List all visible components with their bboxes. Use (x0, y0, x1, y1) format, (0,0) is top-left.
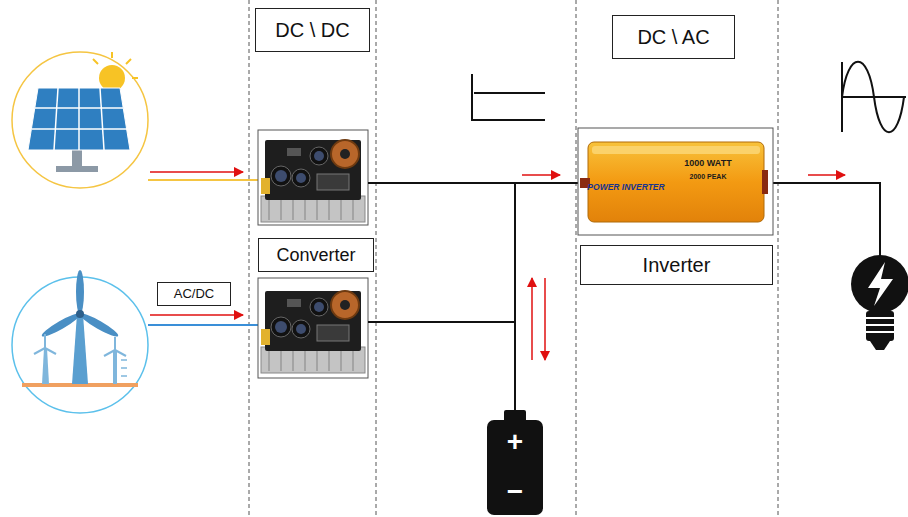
battery-icon (487, 410, 543, 515)
wind-source (12, 270, 148, 413)
dc-waveform-icon (472, 74, 545, 120)
inverter-unit (578, 128, 773, 235)
input-wire (148, 172, 260, 325)
peak-text: 2000 PEAK (690, 173, 727, 180)
column-heading: DC \ DC (255, 8, 370, 52)
box-text: Inverter (643, 254, 711, 277)
part-label: Inverter (580, 245, 773, 285)
box-text: DC \ AC (637, 26, 709, 49)
box-text: AC/DC (174, 287, 214, 302)
column-heading: DC \ AC (612, 15, 735, 59)
box-text: DC \ DC (275, 19, 349, 42)
brand-text: POWER INVERTER (587, 183, 664, 192)
part-label: Converter (258, 238, 374, 272)
rating-text: 1000 WATT (684, 159, 731, 168)
signal-label: AC/DC (157, 282, 231, 306)
bulb-icon (851, 255, 908, 350)
box-text: Converter (276, 245, 355, 266)
battery-plus: + (507, 428, 523, 456)
solar-source (12, 52, 148, 188)
battery-minus: − (507, 478, 523, 506)
column-divider (249, 0, 778, 517)
ac-waveform-icon (842, 62, 906, 133)
